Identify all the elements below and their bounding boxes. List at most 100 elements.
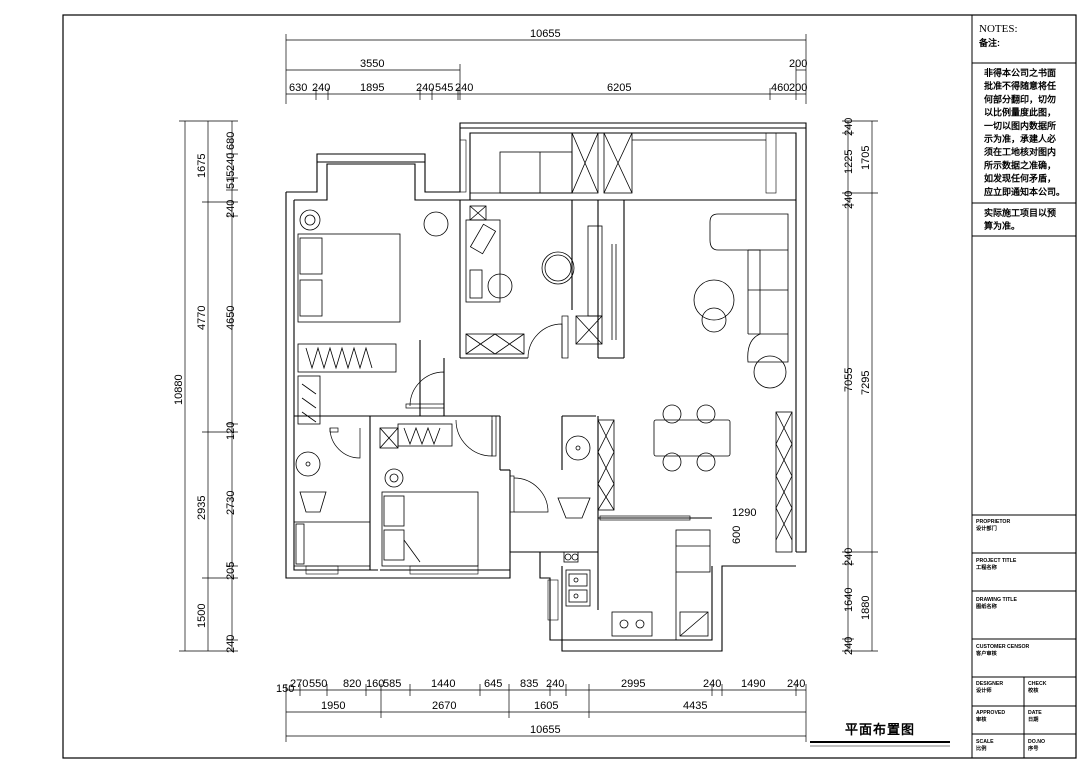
- dim-left-2935: 2935: [196, 496, 208, 520]
- dim-left-1500: 1500: [196, 604, 208, 628]
- dim-left-4650: 4650: [225, 306, 237, 330]
- dim-bottom-1490: 1490: [741, 678, 765, 690]
- dim-bottom-1605: 1605: [534, 700, 558, 712]
- dim-top-240b: 240: [416, 82, 434, 94]
- no-en: DO.NO: [1028, 739, 1045, 745]
- dim-bottom-645: 645: [484, 678, 502, 690]
- notes-header-en: NOTES:: [979, 23, 1018, 35]
- doors: [329, 315, 691, 521]
- drawing-title-cn: 图纸名称: [976, 602, 998, 610]
- door-swing-study: [527, 323, 563, 359]
- date-en: DATE: [1028, 710, 1042, 716]
- dim-bottom-835: 835: [520, 678, 538, 690]
- sheet-border: [62, 14, 1077, 759]
- notes-line-4: 以比例量度此图，: [984, 107, 1056, 118]
- dim-bottom-2995: 2995: [621, 678, 645, 690]
- living-sofa: [611, 213, 789, 389]
- dimension-lines: [179, 34, 878, 742]
- dim-top-overall: 10655: [530, 28, 561, 40]
- walls: [285, 122, 807, 652]
- check-cn: 校核: [1028, 686, 1039, 694]
- dim-top-200: 200: [789, 82, 807, 94]
- designer-cn: 设计师: [976, 686, 992, 694]
- proprietor-cn: 设计部门: [976, 524, 997, 532]
- notes-line-1: 非得本公司之书面: [984, 67, 1056, 78]
- room-dim-600: 600: [731, 526, 743, 544]
- title-block: NOTES: 备注: 非得本公司之书面批准不得随意将任何部分翻印，切勿以比例量度…: [972, 23, 1076, 758]
- notes-extra-line-1: 实际施工项目以预: [984, 207, 1056, 218]
- dim-bottom-240b: 240: [703, 678, 721, 690]
- notes-line-7: 须在工地核对图内: [984, 146, 1056, 157]
- bath-2-fixtures: [557, 419, 615, 519]
- second-bed: [379, 423, 479, 567]
- dim-right-240d: 240: [843, 637, 855, 655]
- date-cn: 日期: [1028, 715, 1038, 723]
- dim-right-240b: 240: [843, 191, 855, 209]
- bath-1-fixtures: [293, 451, 371, 567]
- dim-left-240c: 240: [225, 635, 237, 653]
- designer-en: DESIGNER: [976, 681, 1003, 687]
- dim-left-515: 515: [225, 171, 237, 189]
- customer-censor-en: CUSTOMER CENSOR: [976, 644, 1029, 650]
- dim-right-7295: 7295: [860, 371, 872, 395]
- drawing-title-en: DRAWING TITLE: [976, 597, 1017, 603]
- dining-set: [653, 404, 793, 553]
- dimension-labels: 10655 3550 200 630 240 1895 240 545 240 …: [173, 28, 872, 736]
- kitchen-fixtures: [563, 529, 711, 640]
- dim-bottom-1440: 1440: [431, 678, 455, 690]
- top-cabinets: [469, 132, 766, 194]
- dim-right-1640: 1640: [843, 588, 855, 612]
- door-swing-bedroom1: [409, 371, 445, 407]
- drawing-title: 平面布置图: [845, 722, 915, 737]
- notes-line-9: 如发现任何矛盾，: [984, 173, 1056, 184]
- proprietor-en: PROPRIETOR: [976, 519, 1010, 525]
- dim-left-4770: 4770: [196, 306, 208, 330]
- scale-en: SCALE: [976, 739, 994, 745]
- dim-bottom-2670: 2670: [432, 700, 456, 712]
- dim-top-630: 630: [289, 82, 307, 94]
- study-furniture: [465, 205, 603, 355]
- no-cn: 序号: [1028, 744, 1038, 752]
- approved-en: APPROVED: [976, 710, 1005, 716]
- dim-right-1225: 1225: [843, 150, 855, 174]
- dim-left-1675: 1675: [196, 154, 208, 178]
- dim-right-1705: 1705: [860, 146, 872, 170]
- door-swing-bedroom2: [455, 419, 493, 457]
- dim-left-680: 680: [225, 132, 237, 150]
- dim-right-240a: 240: [843, 118, 855, 136]
- dim-left-2730: 2730: [225, 491, 237, 515]
- dim-top-6205: 6205: [607, 82, 631, 94]
- dim-bottom-270: 270: [290, 678, 308, 690]
- project-title-cn: 工程名称: [976, 563, 998, 571]
- room-dim-1290: 1290: [732, 507, 756, 519]
- scale-cn: 比例: [976, 744, 986, 752]
- notes-line-8: 所示数据之准确，: [984, 159, 1056, 170]
- windows: [305, 132, 777, 621]
- dim-bottom-160: 160: [366, 678, 384, 690]
- dim-left-240a: 240: [225, 153, 237, 171]
- dim-bottom-240a: 240: [546, 678, 564, 690]
- dim-right-240c: 240: [843, 548, 855, 566]
- dim-right-7055: 7055: [843, 368, 855, 392]
- notes-extra-line-2: 算为准。: [984, 220, 1020, 231]
- customer-censor-cn: 客户审核: [975, 649, 998, 657]
- notes-line-5: 一切以图内数据所: [984, 120, 1056, 131]
- dim-left-overall: 10880: [173, 374, 185, 405]
- notes-line-10: 应立即通知本公司。: [984, 186, 1065, 197]
- dim-top-right-small: 200: [789, 58, 807, 70]
- notes-line-3: 何部分翻印，切勿: [984, 93, 1056, 104]
- dim-bottom-4435: 4435: [683, 700, 707, 712]
- door-swing-bath2: [513, 477, 549, 513]
- notes-header-cn: 备注:: [978, 37, 1000, 48]
- dim-left-120: 120: [225, 422, 237, 440]
- dim-top-240c: 240: [455, 82, 473, 94]
- dim-left-240b: 240: [225, 200, 237, 218]
- dim-bottom-240c: 240: [787, 678, 805, 690]
- dim-top-1895: 1895: [360, 82, 384, 94]
- door-swing-bath1: [329, 427, 361, 459]
- dim-bottom-1950: 1950: [321, 700, 345, 712]
- dim-bottom-550: 550: [309, 678, 327, 690]
- dim-top-545: 545: [435, 82, 453, 94]
- dim-bottom-585: 585: [383, 678, 401, 690]
